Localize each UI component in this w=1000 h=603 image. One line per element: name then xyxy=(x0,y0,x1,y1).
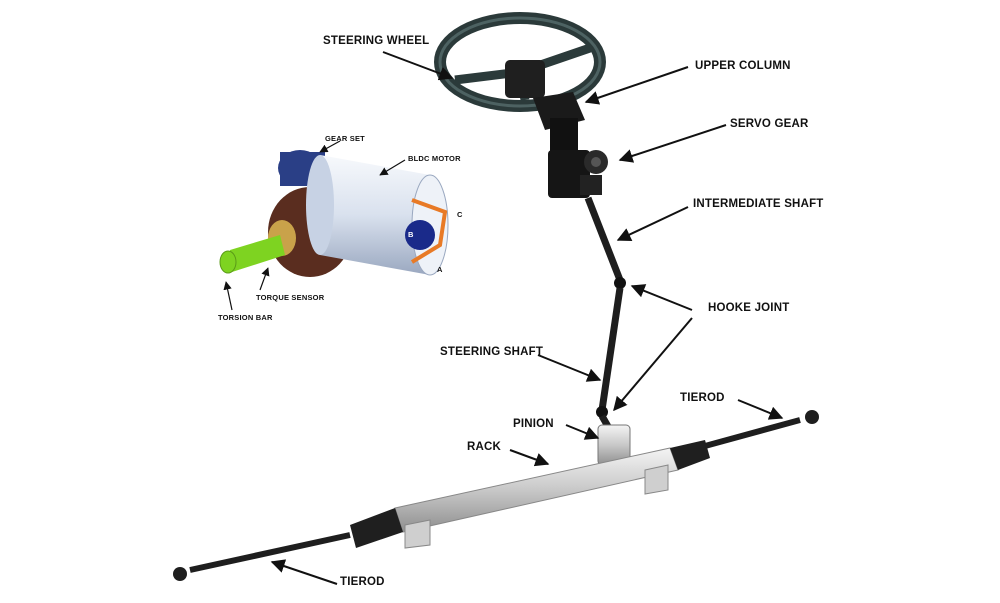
label-phase-a: A xyxy=(437,265,443,274)
label-steering-shaft: STEERING SHAFT xyxy=(440,346,544,358)
steering-shafts xyxy=(584,196,626,432)
label-tierod-right: TIEROD xyxy=(680,392,725,404)
servo-gear xyxy=(548,150,608,198)
upper-column xyxy=(533,92,585,160)
label-phase-b: B xyxy=(408,230,414,239)
label-gear-set: GEAR SET xyxy=(325,134,365,143)
label-pinion: PINION xyxy=(513,418,554,430)
label-torque-sensor: TORQUE SENSOR xyxy=(256,293,325,302)
label-phase-c: C xyxy=(457,210,463,219)
label-rack: RACK xyxy=(467,441,502,453)
label-steering-wheel: STEERING WHEEL xyxy=(323,35,430,47)
label-hooke-joint: HOOKE JOINT xyxy=(708,302,790,314)
label-servo-gear: SERVO GEAR xyxy=(730,118,809,130)
label-intermediate-shaft: INTERMEDIATE SHAFT xyxy=(693,198,824,210)
annotation-arrows xyxy=(270,51,784,585)
steering-wheel xyxy=(434,12,606,112)
rack-assembly xyxy=(173,410,819,581)
label-tierod-left: TIEROD xyxy=(340,576,385,588)
inset-arrows xyxy=(223,140,406,311)
label-bldc-motor: BLDC MOTOR xyxy=(408,154,461,163)
eps-motor-inset xyxy=(219,150,449,277)
label-torsion-bar: TORSION BAR xyxy=(218,313,273,322)
label-upper-column: UPPER COLUMN xyxy=(695,60,791,72)
